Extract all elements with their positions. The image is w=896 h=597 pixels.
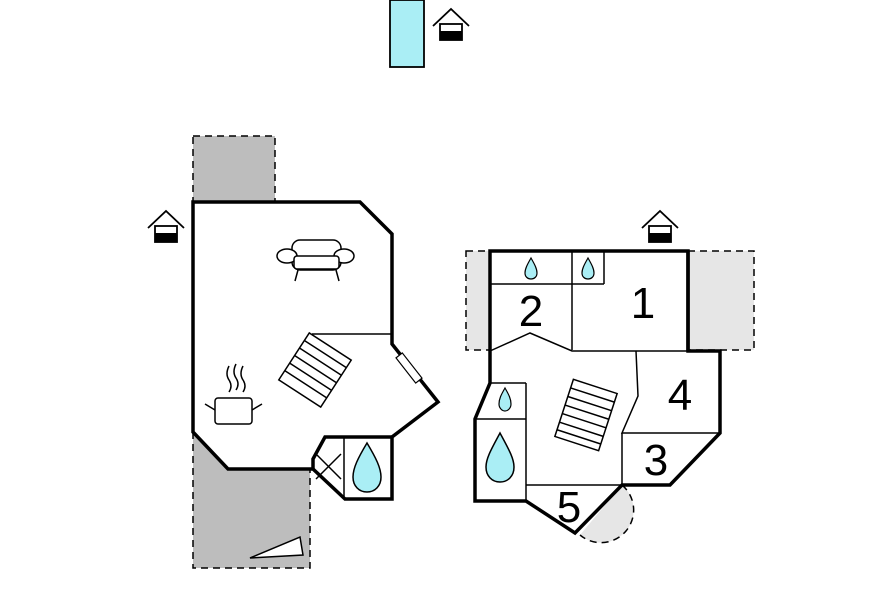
house-entrance-icon bbox=[641, 209, 679, 243]
bath-drop-icon bbox=[581, 256, 595, 280]
house-entrance-icon bbox=[432, 7, 470, 41]
bath-drop-icon bbox=[524, 256, 538, 280]
bath-drop-icon bbox=[498, 386, 512, 412]
left-building bbox=[191, 200, 441, 501]
house-entrance-icon bbox=[147, 209, 185, 243]
cooking-pot-icon bbox=[204, 363, 263, 425]
terrace-door-arc bbox=[579, 484, 635, 544]
room-label-5: 5 bbox=[557, 483, 581, 532]
shower-icon bbox=[485, 431, 515, 483]
terrace-top-left bbox=[192, 135, 276, 203]
right-building bbox=[473, 249, 722, 536]
room-label-1: 1 bbox=[631, 279, 655, 328]
pool bbox=[389, 0, 425, 68]
triangle-mark bbox=[249, 535, 304, 559]
terrace-right-small bbox=[465, 250, 491, 351]
shower-icon bbox=[352, 441, 382, 493]
terrace-bottom-left bbox=[192, 432, 311, 569]
stairs-icon bbox=[553, 378, 619, 452]
sofa-icon bbox=[276, 239, 355, 282]
stairs-icon bbox=[277, 331, 353, 409]
terrace-right-large bbox=[687, 250, 755, 351]
room-label-4: 4 bbox=[668, 371, 692, 420]
room-label-3: 3 bbox=[644, 436, 668, 485]
room-label-2: 2 bbox=[519, 287, 543, 336]
